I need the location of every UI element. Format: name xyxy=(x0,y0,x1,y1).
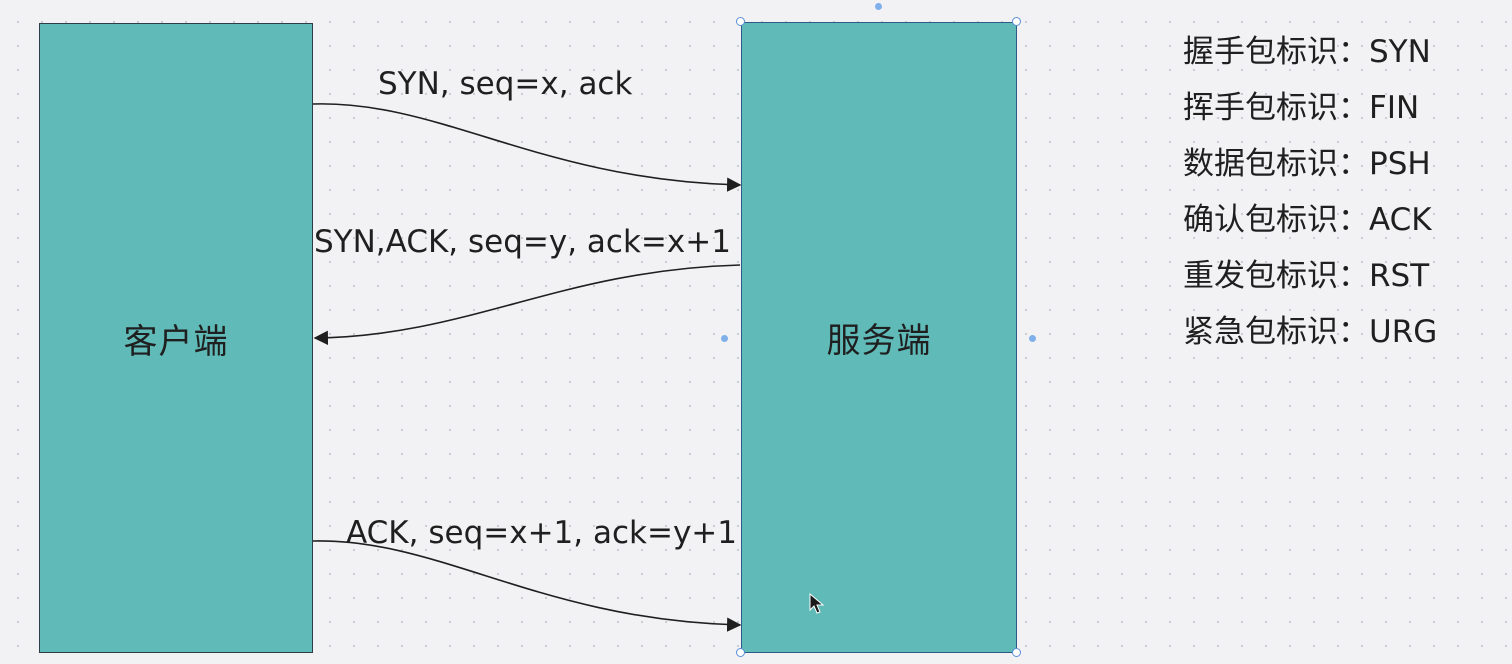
client-box[interactable]: 客户端 xyxy=(39,23,313,653)
resize-handle-bottom-right[interactable] xyxy=(1012,648,1021,657)
server-box[interactable]: 服务端 xyxy=(741,22,1017,653)
legend-item-syn: 握手包标识：SYN xyxy=(1183,34,1431,70)
connection-point-right[interactable] xyxy=(1029,335,1036,342)
message-syn-ack-label: SYN,ACK, seq=y, ack=x+1 xyxy=(314,224,731,260)
legend-item-ack: 确认包标识：ACK xyxy=(1183,202,1432,238)
message-ack-label: ACK, seq=x+1, ack=y+1 xyxy=(346,515,737,551)
arrow-syn xyxy=(312,103,742,192)
arrow-ack xyxy=(312,540,742,632)
legend-item-rst: 重发包标识：RST xyxy=(1183,258,1430,294)
arrow-syn-ack xyxy=(313,264,741,346)
flag-legend: 握手包标识：SYN 挥手包标识：FIN 数据包标识：PSH 确认包标识：ACK … xyxy=(1183,28,1437,364)
resize-handle-top-left[interactable] xyxy=(736,17,745,26)
server-label: 服务端 xyxy=(826,321,932,361)
client-label: 客户端 xyxy=(123,321,229,362)
legend-item-urg: 紧急包标识：URG xyxy=(1183,314,1438,350)
mouse-pointer-icon xyxy=(809,593,825,614)
legend-item-fin: 挥手包标识：FIN xyxy=(1183,90,1420,126)
legend-item-psh: 数据包标识：PSH xyxy=(1183,146,1431,182)
message-syn-label: SYN, seq=x, ack xyxy=(378,66,633,102)
resize-handle-top-right[interactable] xyxy=(1012,17,1021,26)
connection-point-top[interactable] xyxy=(875,3,882,10)
resize-handle-bottom-left[interactable] xyxy=(736,648,745,657)
connection-point-left[interactable] xyxy=(721,335,728,342)
